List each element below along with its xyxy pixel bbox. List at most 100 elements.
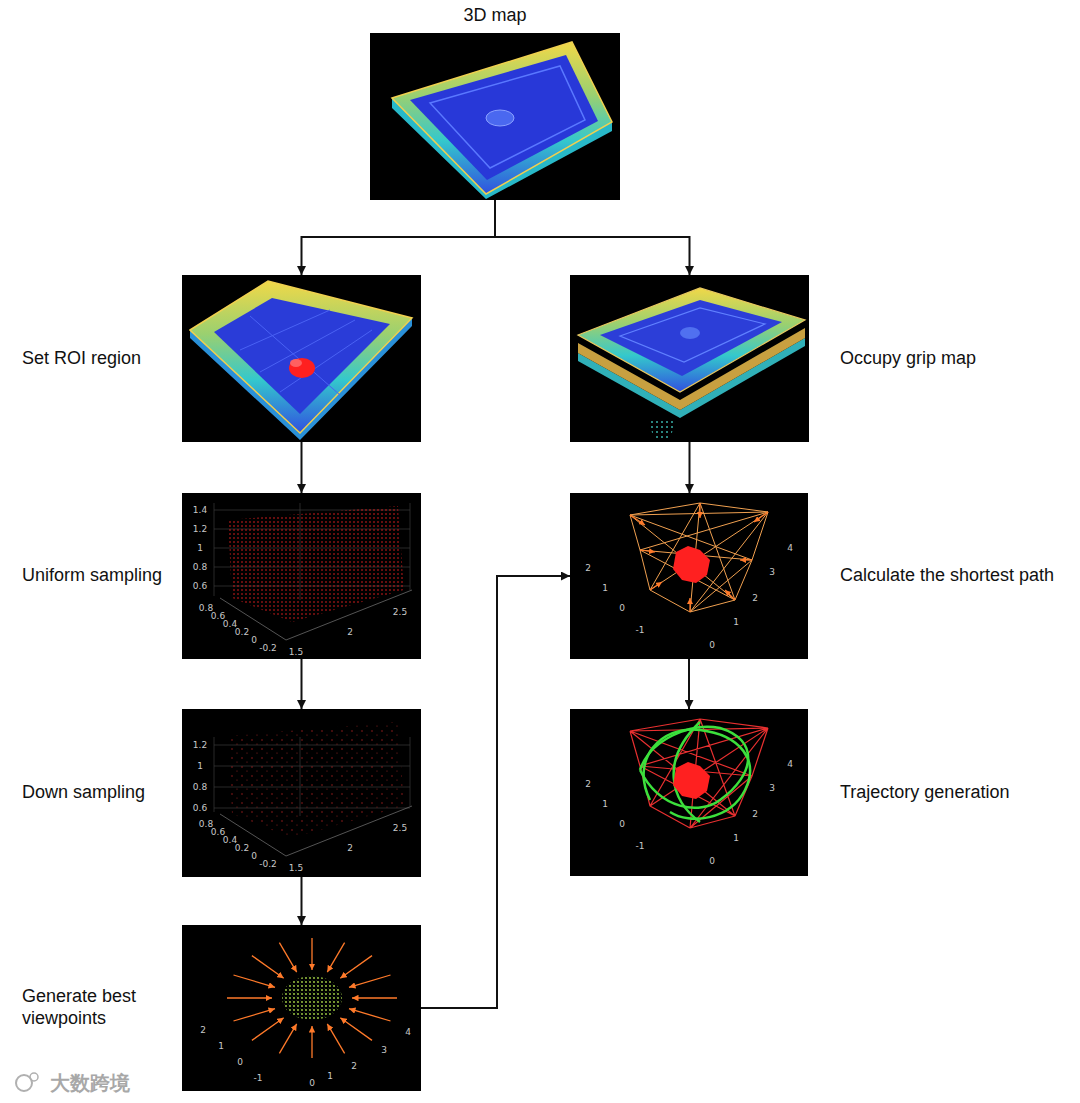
axis-tick: 3 bbox=[769, 568, 775, 577]
axis-tick: 1 bbox=[197, 544, 203, 553]
panel-ground bbox=[370, 33, 620, 200]
watermark-logo bbox=[16, 1073, 38, 1091]
axis-tick: 4 bbox=[787, 760, 793, 769]
axis-tick: 0 bbox=[619, 604, 625, 613]
logo-ring bbox=[30, 1073, 38, 1081]
panel-label: Generate best viewpoints bbox=[22, 986, 162, 1029]
axis-tick: 1.4 bbox=[193, 506, 207, 515]
viewpoint-arrow bbox=[234, 975, 276, 987]
axis-tick: 1.5 bbox=[289, 648, 303, 657]
viewpoint-arrow bbox=[349, 1009, 391, 1021]
axis-tick: 1 bbox=[197, 762, 203, 771]
floor-outline bbox=[430, 66, 585, 168]
axis-tick: 1.2 bbox=[193, 525, 207, 534]
image-panel: 3D map bbox=[370, 33, 620, 200]
viewpoint-arrows bbox=[630, 503, 768, 612]
axis-tick: 0.2 bbox=[235, 844, 249, 853]
image-panel: Occupy grip map bbox=[570, 275, 809, 442]
shortest-path-plot bbox=[570, 493, 808, 659]
path-network bbox=[630, 503, 768, 612]
down-sampling-plot bbox=[182, 709, 421, 877]
viewpoint-arrow bbox=[279, 943, 296, 973]
viewpoint-arrow bbox=[234, 1009, 276, 1021]
axis-tick: -0.2 bbox=[259, 644, 277, 653]
axis-tick: 0 bbox=[237, 1058, 243, 1067]
axis-tick: -1 bbox=[636, 842, 645, 851]
sample-points bbox=[228, 506, 404, 622]
axis-tick: 1.2 bbox=[193, 741, 207, 750]
axis-tick: 1 bbox=[218, 1042, 224, 1051]
viewpoint-arrow bbox=[689, 598, 690, 612]
axis-tick: 1 bbox=[733, 618, 739, 627]
map-3d-figure bbox=[370, 33, 620, 200]
image-panel: Trajectory generation bbox=[570, 709, 808, 876]
axis-tick: 2 bbox=[585, 780, 591, 789]
panel-ground bbox=[182, 275, 421, 442]
flow-arrow bbox=[301, 442, 303, 493]
viewpoint-arrow bbox=[650, 582, 662, 590]
viewpoint-arrow bbox=[352, 997, 397, 998]
axis-tick: 0 bbox=[709, 641, 715, 650]
axis-tick: 2 bbox=[585, 564, 591, 573]
viewpoint-arrow bbox=[754, 512, 768, 522]
axis-tick: 0 bbox=[709, 857, 715, 866]
axis-tick: 2 bbox=[347, 844, 353, 853]
room-floor bbox=[214, 298, 390, 414]
axis-tick: 0.8 bbox=[193, 563, 207, 572]
flow-arrow bbox=[421, 576, 570, 1008]
axis-tick: 2 bbox=[752, 810, 758, 819]
viewpoint-arrow bbox=[740, 559, 752, 560]
axis-tick: 3 bbox=[769, 784, 775, 793]
viewpoint-arrow bbox=[630, 515, 645, 525]
axis-tick: 0 bbox=[251, 852, 257, 861]
occupancy-figure bbox=[570, 275, 809, 442]
room-walls bbox=[392, 42, 612, 194]
floor-outline bbox=[620, 308, 765, 362]
axis-tick: 0 bbox=[251, 636, 257, 645]
room-floor bbox=[600, 300, 782, 376]
object-points bbox=[282, 976, 342, 1020]
viewpoint-arrow bbox=[349, 975, 391, 987]
image-panel: Set ROI region bbox=[182, 275, 421, 442]
room-walls bbox=[578, 288, 805, 392]
panel-ground bbox=[570, 493, 808, 659]
panel-ground bbox=[182, 493, 421, 659]
panel-label: Set ROI region bbox=[22, 348, 141, 370]
object-blob bbox=[673, 546, 710, 583]
axis-tick: 3 bbox=[381, 1046, 387, 1055]
image-panel: Uniform sampling bbox=[182, 493, 421, 659]
viewpoint-arrow bbox=[340, 956, 372, 979]
room-floor bbox=[410, 55, 598, 180]
viewpoint-arrow bbox=[340, 1018, 372, 1041]
viewpoint-arrows bbox=[227, 938, 397, 1058]
axis-tick: 2.5 bbox=[393, 608, 407, 617]
axis-tick: 0.2 bbox=[235, 628, 249, 637]
panel-ground bbox=[570, 709, 808, 876]
flow-arrow bbox=[495, 200, 690, 275]
panel-label: Trajectory generation bbox=[840, 782, 1009, 804]
flow-arrow bbox=[301, 659, 303, 709]
viewpoint-arrow bbox=[252, 956, 284, 979]
object-blob bbox=[673, 762, 710, 799]
axis-tick: 2 bbox=[347, 628, 353, 637]
viewpoint-arrow bbox=[227, 997, 272, 998]
viewpoint-arrow bbox=[327, 1024, 344, 1054]
panel-label: Down sampling bbox=[22, 782, 145, 804]
viewpoint-arrow bbox=[311, 938, 312, 970]
axis-tick: 0 bbox=[619, 820, 625, 829]
axis-tick: 0.6 bbox=[193, 804, 207, 813]
panel-ground bbox=[182, 925, 421, 1091]
viewpoint-arrow bbox=[699, 503, 700, 518]
panel-ground bbox=[570, 275, 809, 442]
scatter-trail bbox=[648, 418, 676, 440]
axis-tick: 2.5 bbox=[393, 824, 407, 833]
panel-label: Occupy grip map bbox=[840, 348, 976, 370]
viewpoint-arrow bbox=[640, 550, 655, 552]
roi-blob bbox=[289, 358, 315, 378]
room-walls bbox=[190, 281, 412, 433]
object-blob bbox=[680, 327, 700, 339]
